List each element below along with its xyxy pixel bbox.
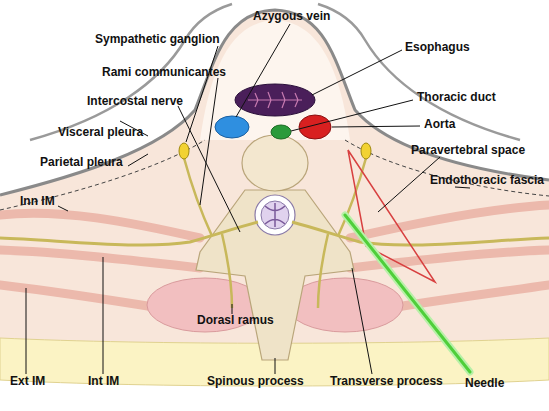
leader-line [58,206,68,211]
anatomy-label: Transverse process [330,374,443,388]
sympathetic-ganglion [361,143,371,159]
leader-lines [26,24,470,374]
anatomy-label: Int IM [88,374,119,388]
rami-communicantes [184,158,212,236]
anatomy-label: Rami communicantes [102,65,226,79]
anatomy-label: Aorta [424,117,455,131]
esophagus-lumen [248,92,302,108]
azygous-vein [215,116,249,138]
anatomy-label: Inn IM [20,194,55,208]
anatomy-label: Spinous process [207,374,304,388]
gray-matter [265,203,285,227]
needle [345,215,470,372]
vertebral-body [242,135,308,191]
visceral-pleura [30,4,232,140]
leader-line [236,24,290,117]
anatomy-label: Azygous vein [253,9,330,23]
innermost-intercostal [0,213,200,238]
leader-line [312,50,402,95]
leader-line [103,257,104,374]
vertebral-arch [196,190,354,360]
anatomy-label: Dorasl ramus [197,313,274,327]
external-intercostal [0,285,160,308]
anatomy-label: Visceral pleura [58,125,143,139]
dorsal-ramus [318,234,328,308]
leader-line [332,126,420,127]
paraspinal-muscle [287,278,403,332]
leader-line [232,304,233,314]
anatomy-label: Intercostal nerve [87,94,183,108]
dorsal-ramus [222,234,232,308]
leader-line [128,154,148,166]
anatomy-label: Sympathetic ganglion [95,32,220,46]
leader-line [275,358,276,374]
endothoracic-fascia [0,140,549,210]
spinal-cord [261,201,289,229]
thoracic-duct [271,125,291,139]
needle [345,215,470,372]
anatomy-label: Endothoracic fascia [430,173,544,187]
anatomy-label: Parietal pleura [40,155,123,169]
anatomy-label: Ext IM [10,374,45,388]
intercostal-nerve [292,222,549,245]
leader-line [352,268,372,374]
anatomy-label: Thoracic duct [417,90,496,104]
paravertebral-space [348,150,435,282]
leader-line [178,106,240,232]
internal-intercostal [0,250,200,268]
esophagus [235,84,315,116]
anatomy-label: Needle [465,376,504,390]
leader-line [200,78,218,205]
aorta [299,115,331,139]
sympathetic-ganglion [179,143,189,159]
leader-line [186,46,218,142]
spinal-canal [255,195,295,235]
leader-line [455,187,470,188]
parietal-pleura [0,10,549,195]
intercostal-nerve [0,222,258,245]
leader-line [26,288,27,374]
anatomy-label: Paravertebral space [411,143,525,157]
anatomy-label: Esophagus [405,40,470,54]
visceral-pleura [318,4,520,140]
